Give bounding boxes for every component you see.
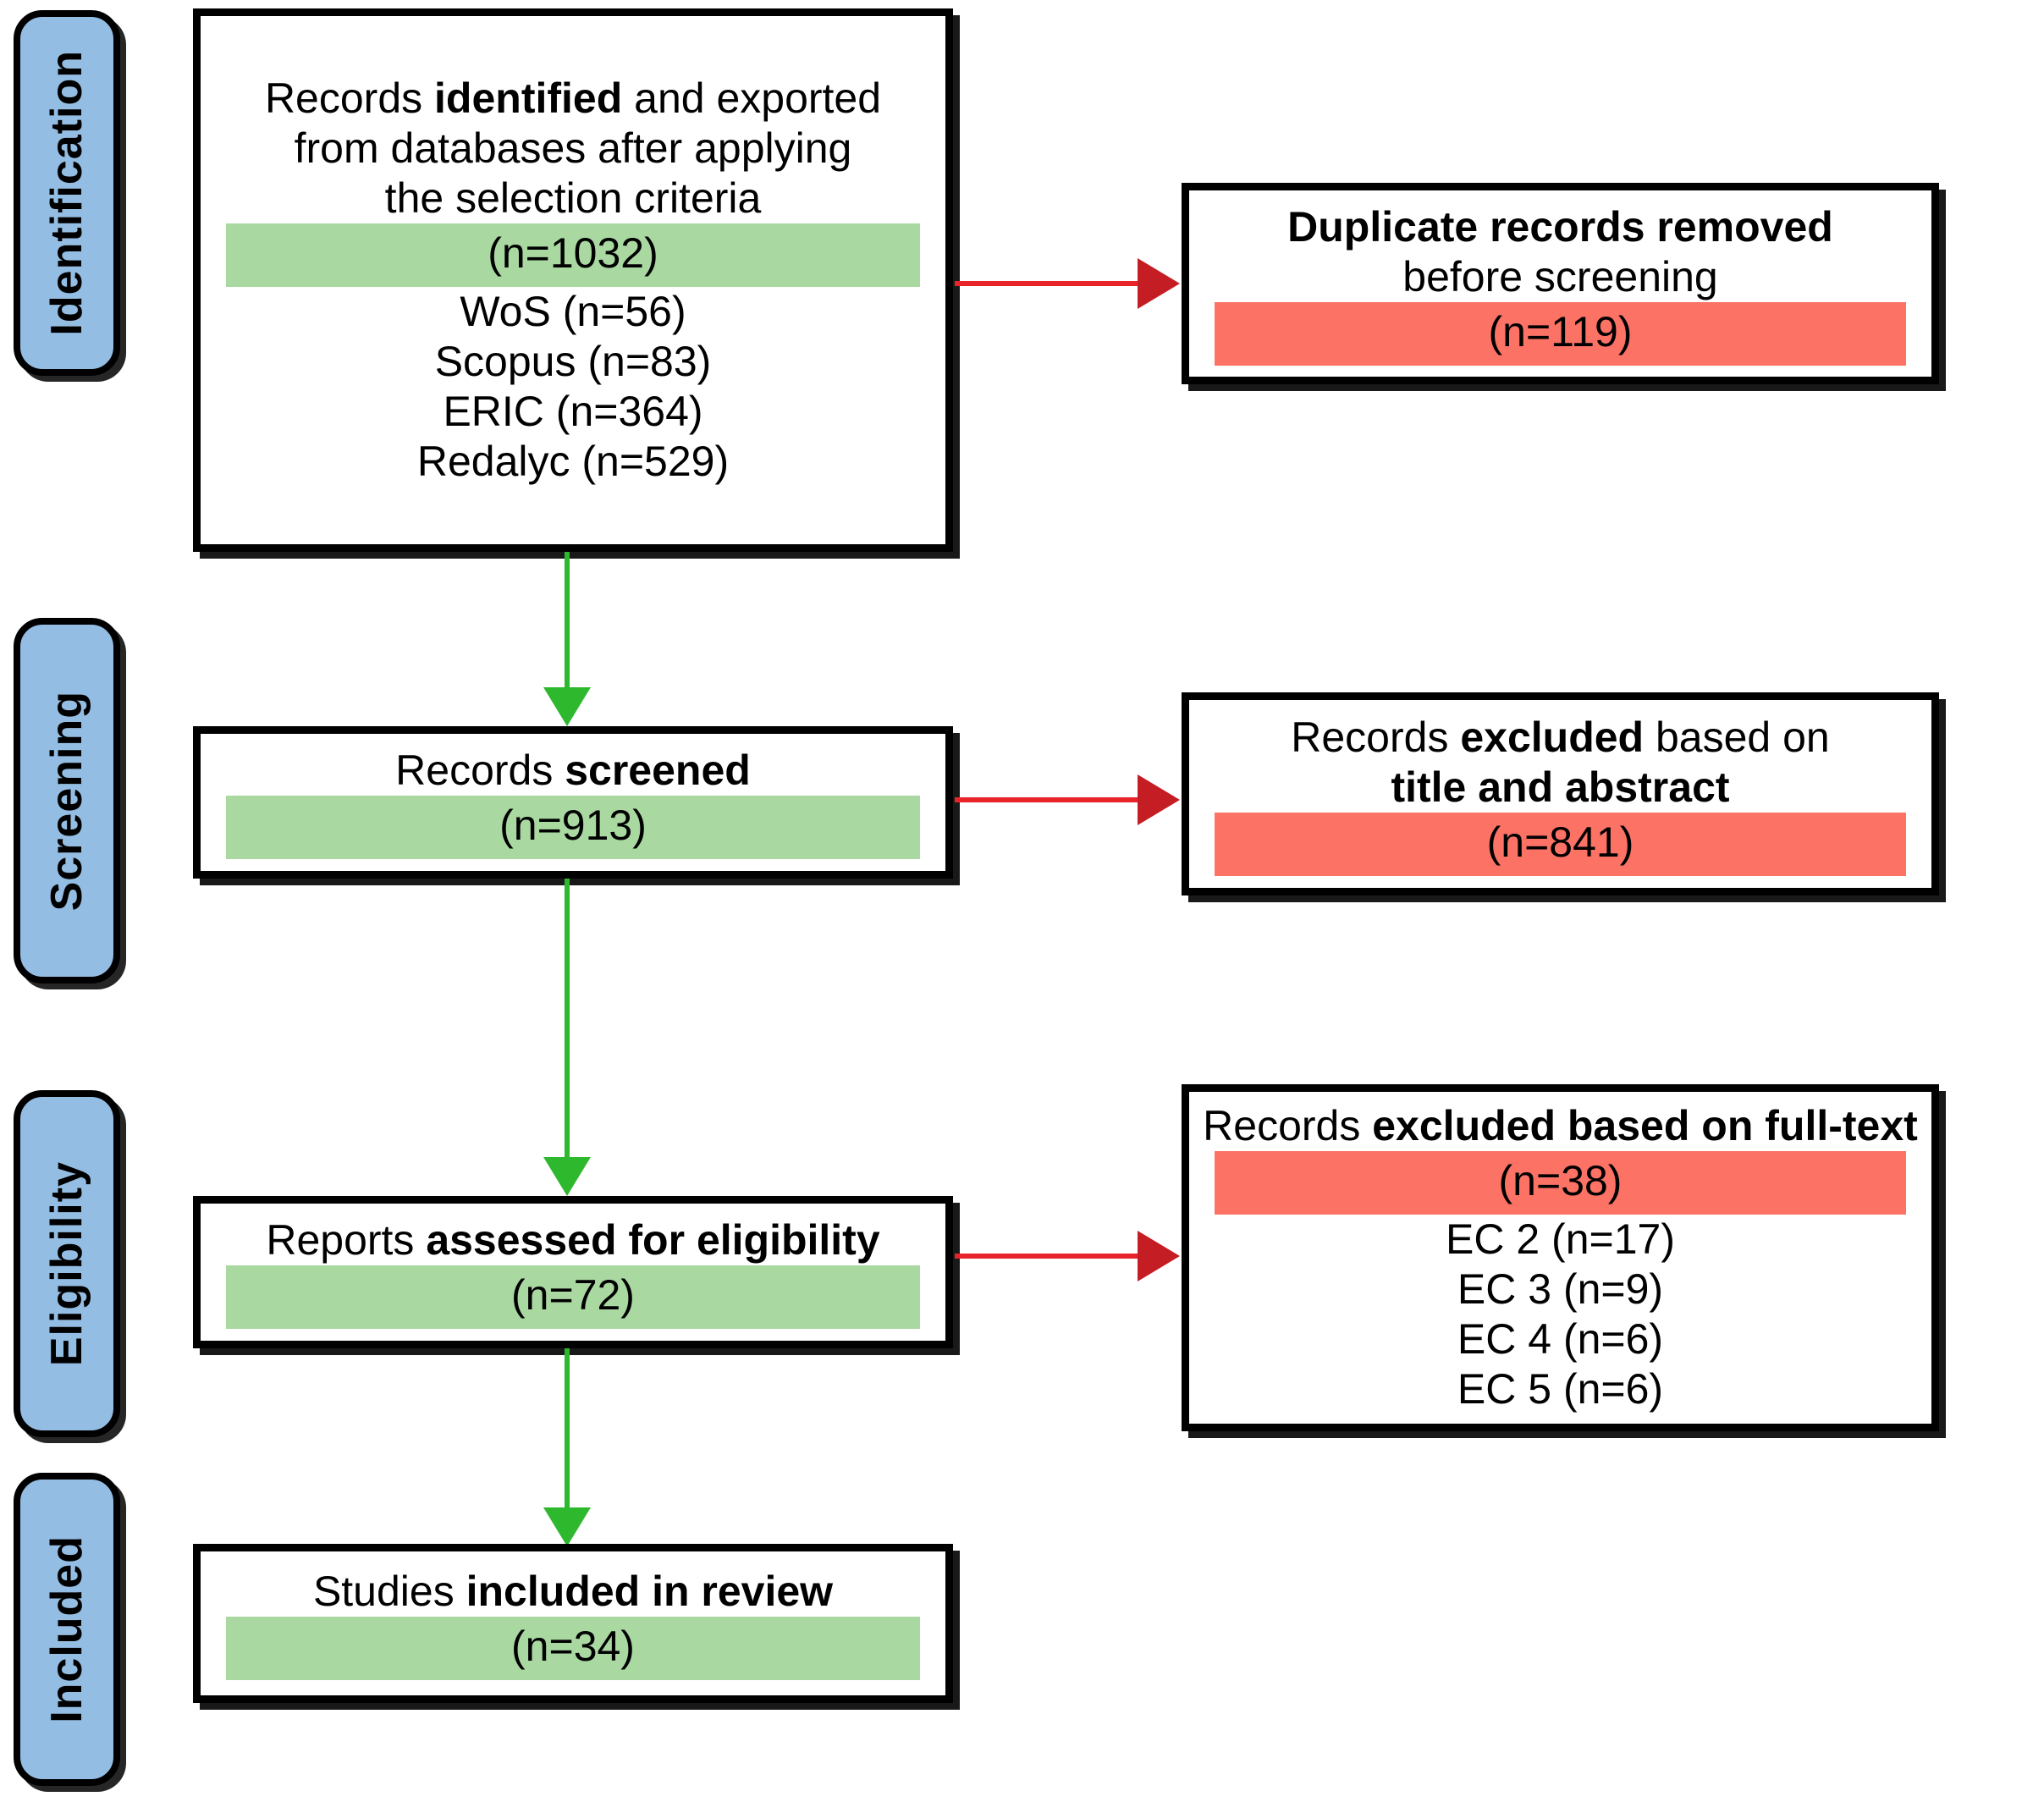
records-identified-source-redalyc: Redalyc (n=529): [416, 438, 730, 485]
arrow-identified-to-screened-line: [565, 552, 570, 692]
records-identified-line-1: Records identified and exported: [264, 74, 882, 122]
stage-pill-eligibility-label: Eligibility: [42, 1160, 91, 1367]
excluded-title-abstract-count: (n=841): [1215, 812, 1906, 876]
arrow-eligibility-to-included-head: [543, 1507, 591, 1546]
records-identified-source-scopus: Scopus (n=83): [434, 338, 712, 385]
included-in-review-count: (n=34): [226, 1617, 920, 1680]
arrow-eligibility-to-excluded-line: [955, 1254, 1143, 1259]
records-identified-line-2: from databases after applying: [294, 124, 852, 172]
excluded-full-text-line-1: Records excluded based on full-text: [1203, 1102, 1918, 1149]
arrow-eligibility-to-included-line: [565, 1348, 570, 1513]
included-in-review-line-1: Studies included in review: [312, 1568, 834, 1615]
box-reports-assessed-eligibility: Reports assessed for eligibility (n=72): [193, 1196, 953, 1348]
arrow-identified-to-duplicates-line: [955, 281, 1143, 286]
excluded-full-text-reason-ec4: EC 4 (n=6): [1457, 1315, 1664, 1363]
box-records-screened: Records screened (n=913): [193, 726, 953, 879]
arrow-eligibility-to-excluded-head: [1138, 1231, 1180, 1281]
records-identified-source-eric: ERIC (n=364): [443, 388, 703, 435]
arrow-screened-to-excluded-line: [955, 797, 1143, 802]
stage-pill-included-label: Included: [42, 1535, 91, 1723]
excluded-full-text-reason-ec3: EC 3 (n=9): [1457, 1265, 1664, 1313]
box-records-excluded-title-abstract: Records excluded based on title and abst…: [1182, 692, 1939, 895]
arrow-screened-to-excluded-head: [1138, 774, 1180, 825]
excluded-full-text-count: (n=38): [1215, 1151, 1906, 1215]
stage-pill-identification: Identification: [14, 10, 120, 376]
assessed-eligibility-line-1: Reports assessed for eligibility: [266, 1216, 880, 1264]
records-identified-source-wos: WoS (n=56): [460, 288, 686, 335]
arrow-screened-to-eligibility-line: [565, 879, 570, 1162]
excluded-full-text-reason-ec5: EC 5 (n=6): [1457, 1365, 1664, 1413]
arrow-identified-to-duplicates-head: [1138, 258, 1180, 309]
box-duplicate-records-removed: Duplicate records removed before screeni…: [1182, 183, 1939, 384]
duplicates-removed-line-1: Duplicate records removed: [1287, 202, 1833, 251]
box-records-identified: Records identified and exported from dat…: [193, 8, 953, 552]
arrow-identified-to-screened-head: [543, 687, 591, 726]
excluded-title-abstract-line-1: Records excluded based on: [1291, 713, 1830, 761]
box-records-excluded-full-text: Records excluded based on full-text (n=3…: [1182, 1084, 1939, 1431]
records-screened-line-1: Records screened: [395, 747, 751, 794]
excluded-full-text-reason-ec2: EC 2 (n=17): [1446, 1215, 1675, 1263]
records-identified-count: (n=1032): [226, 223, 920, 287]
assessed-eligibility-count: (n=72): [226, 1265, 920, 1329]
stage-pill-screening-label: Screening: [42, 690, 91, 912]
duplicates-removed-count: (n=119): [1215, 301, 1906, 366]
stage-pill-screening: Screening: [14, 618, 120, 984]
stage-pill-eligibility: Eligibility: [14, 1090, 120, 1437]
arrow-screened-to-eligibility-head: [543, 1157, 591, 1196]
box-studies-included-in-review: Studies included in review (n=34): [193, 1544, 953, 1703]
excluded-title-abstract-line-2: title and abstract: [1391, 763, 1730, 811]
records-identified-line-3: the selection criteria: [384, 174, 762, 222]
records-screened-count: (n=913): [226, 796, 920, 859]
stage-pill-identification-label: Identification: [42, 50, 91, 336]
stage-pill-included: Included: [14, 1473, 120, 1786]
duplicates-removed-line-2: before screening: [1402, 252, 1718, 300]
